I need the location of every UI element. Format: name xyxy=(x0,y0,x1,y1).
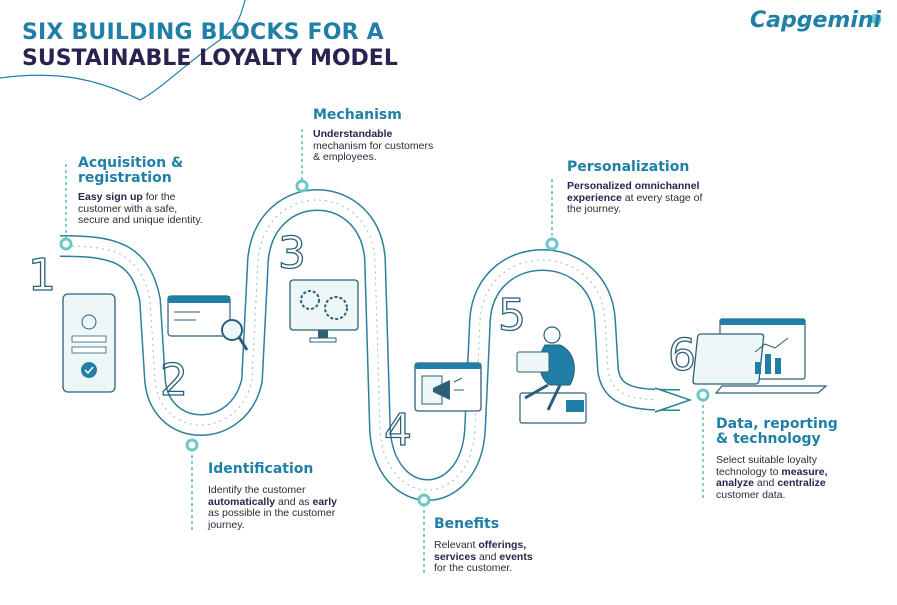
step-3-title: Mechanism xyxy=(313,107,402,123)
step-1-title: Acquisition &registration xyxy=(78,155,184,186)
laptop-chart-icon xyxy=(692,318,828,394)
number-2-glyph: 2 xyxy=(160,355,188,406)
title-line-2: SUSTAINABLE LOYALTY MODEL xyxy=(22,46,398,71)
step-numbers: 1 2 3 4 5 6 xyxy=(27,227,696,456)
step-3-block: Mechanism Understandable mechanism for c… xyxy=(313,108,483,164)
title-line-1: SIX BUILDING BLOCKS FOR A xyxy=(22,20,384,45)
person-laptop-icon xyxy=(516,326,587,424)
mobile-login-icon xyxy=(62,293,116,393)
number-4-glyph: 4 xyxy=(384,405,412,456)
header-swoosh xyxy=(0,0,246,101)
number-6-glyph: 6 xyxy=(668,330,696,381)
step-6-title: Data, reporting& technology xyxy=(716,416,838,447)
step-2-desc: Identify the customer automatically and … xyxy=(208,484,338,531)
step-5-title: Personalization xyxy=(567,159,690,175)
step-4-title: Benefits xyxy=(434,516,500,532)
step-5-desc: Personalized omnichannel experience at e… xyxy=(567,180,703,215)
road-arrowhead xyxy=(654,387,693,413)
step-1-desc: Easy sign up for the customer with a saf… xyxy=(78,191,203,226)
connector-dots xyxy=(59,179,710,507)
step-2-block: Identification Identify the customer aut… xyxy=(208,462,378,531)
number-3-glyph: 3 xyxy=(278,228,306,279)
step-2-title: Identification xyxy=(208,461,314,477)
step-4-block: Benefits Relevant offerings, services an… xyxy=(434,517,604,575)
capgemini-spade-icon xyxy=(867,13,882,26)
step-4-desc: Relevant offerings, services and events … xyxy=(434,539,533,574)
dotted-connectors xyxy=(65,129,704,576)
megaphone-window-icon xyxy=(414,362,482,412)
step-6-desc: Select suitable loyalty technology to me… xyxy=(716,454,828,501)
number-5-glyph: 5 xyxy=(498,290,526,341)
gears-monitor-icon xyxy=(289,279,359,343)
step-6-block: Data, reporting& technology Select suita… xyxy=(716,417,886,501)
number-1-glyph: 1 xyxy=(28,250,56,301)
step-1-block: Acquisition &registration Easy sign up f… xyxy=(78,156,248,227)
id-card-magnifier-icon xyxy=(167,295,249,351)
step-3-desc: Understandable mechanism for customers &… xyxy=(313,128,434,163)
step-5-block: Personalization Personalized omnichannel… xyxy=(567,160,747,216)
capgemini-logo: Capgemini xyxy=(750,8,882,33)
